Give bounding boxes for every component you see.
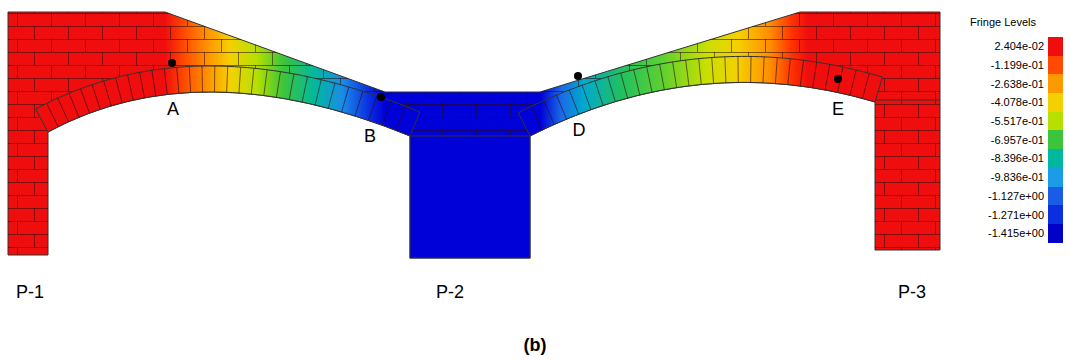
legend-swatch — [1048, 130, 1063, 149]
voussoir-joint — [750, 56, 751, 82]
legend-swatch — [1048, 93, 1063, 112]
voussoir-joint — [251, 68, 254, 94]
voussoir-joint — [673, 62, 677, 88]
voussoir-joint — [264, 70, 267, 96]
voussoir-joint — [396, 106, 405, 130]
pier-label: P-1 — [16, 283, 44, 303]
legend-value: -1.199e-01 — [974, 59, 1048, 71]
voussoir-joint — [58, 98, 69, 122]
legend-value: -4.078e-01 — [974, 96, 1048, 108]
hinge-label: B — [362, 127, 378, 147]
voussoir-joint — [800, 60, 803, 86]
voussoir-joint — [276, 72, 280, 98]
legend-title: Fringe Levels — [970, 16, 1036, 28]
legend-value: -1.127e+00 — [974, 190, 1048, 202]
legend-swatch — [1048, 187, 1063, 206]
voussoir-joint — [92, 85, 100, 110]
legend-swatch — [1048, 168, 1063, 187]
voussoir-joint — [47, 103, 59, 126]
legend-value: -9.836e-01 — [974, 171, 1048, 183]
legend-swatch — [1048, 74, 1063, 93]
voussoir-joint — [699, 59, 702, 85]
voussoir-joint — [382, 101, 391, 125]
legend-value: -5.517e-01 — [974, 115, 1048, 127]
legend-value: -2.638e-01 — [974, 78, 1048, 90]
voussoir-joint — [116, 78, 123, 103]
legend-value: -6.957e-01 — [974, 134, 1048, 146]
legend-swatch — [1048, 56, 1063, 75]
voussoir-joint — [128, 75, 134, 100]
voussoir-joint — [164, 69, 167, 95]
voussoir-joint — [813, 62, 817, 88]
voussoir-joint — [342, 87, 349, 112]
pier — [410, 136, 530, 258]
voussoir-joint — [763, 57, 764, 83]
voussoir-joint — [850, 70, 856, 95]
voussoir-joint — [660, 64, 665, 90]
brick-joints — [8, 12, 940, 258]
voussoir-joint — [582, 85, 591, 109]
legend-value: -1.415e+00 — [974, 227, 1048, 239]
legend-swatch — [1048, 149, 1063, 168]
voussoir-joint — [140, 72, 145, 98]
voussoir-joint — [712, 58, 714, 84]
hinge-point — [834, 75, 842, 83]
voussoir-joint — [369, 96, 377, 121]
legend-swatch — [1048, 112, 1063, 131]
voussoir-joint — [177, 67, 179, 93]
voussoir-joint — [634, 70, 640, 95]
voussoir-joint — [239, 67, 241, 93]
voussoir-joint — [569, 90, 578, 114]
voussoir-joint — [214, 66, 215, 92]
arch-ring — [36, 66, 420, 136]
voussoir-joint — [302, 77, 307, 102]
fringe-legend: 2.404e-02 -1.199e-01 -2.638e-01 -4.078e-01 -… — [974, 37, 1063, 243]
voussoir-joint — [647, 67, 652, 92]
legend-swatch — [1048, 37, 1063, 56]
voussoir-joint — [355, 91, 363, 116]
voussoir-joint — [825, 64, 830, 90]
voussoir-joint — [788, 59, 791, 85]
voussoir-joint — [863, 73, 870, 98]
legend-swatch — [1048, 205, 1063, 224]
hinge-point — [168, 59, 176, 67]
voussoir-joint — [544, 101, 555, 125]
voussoir-joint — [595, 81, 603, 106]
voussoir-joint — [69, 93, 79, 117]
hinge-label: D — [571, 121, 588, 141]
pier-label: P-3 — [898, 283, 926, 303]
voussoir-joint — [608, 77, 615, 102]
voussoir-joint — [328, 83, 335, 108]
voussoir-joint — [80, 89, 89, 113]
voussoir-joint — [227, 66, 228, 92]
subfigure-caption: (b) — [524, 336, 547, 356]
pier-label: P-2 — [436, 283, 464, 303]
voussoir-joint — [152, 70, 156, 96]
hinge-point — [574, 72, 582, 80]
bridge-body — [8, 12, 940, 258]
legend-value: -8.396e-01 — [974, 152, 1048, 164]
voussoir-joint — [189, 67, 190, 93]
hinge-point — [377, 93, 385, 101]
voussoir-joint — [201, 66, 203, 92]
legend-swatch — [1048, 224, 1063, 243]
voussoir-joint — [289, 74, 294, 100]
legend-value: -1.271e+00 — [974, 209, 1048, 221]
voussoir-joint — [621, 73, 628, 98]
pier-joint — [875, 100, 940, 101]
hinge-label: E — [830, 100, 846, 120]
voussoir-joint — [531, 107, 542, 130]
voussoir-joint — [775, 58, 777, 84]
legend-value: 2.404e-02 — [974, 40, 1048, 52]
voussoir-joint — [737, 56, 738, 82]
voussoir-joint — [686, 60, 689, 86]
voussoir-joint — [556, 95, 566, 119]
voussoir-joint — [315, 80, 321, 105]
hinge-label: A — [165, 100, 181, 120]
voussoir-joint — [104, 81, 111, 106]
voussoir-joint — [725, 57, 726, 83]
